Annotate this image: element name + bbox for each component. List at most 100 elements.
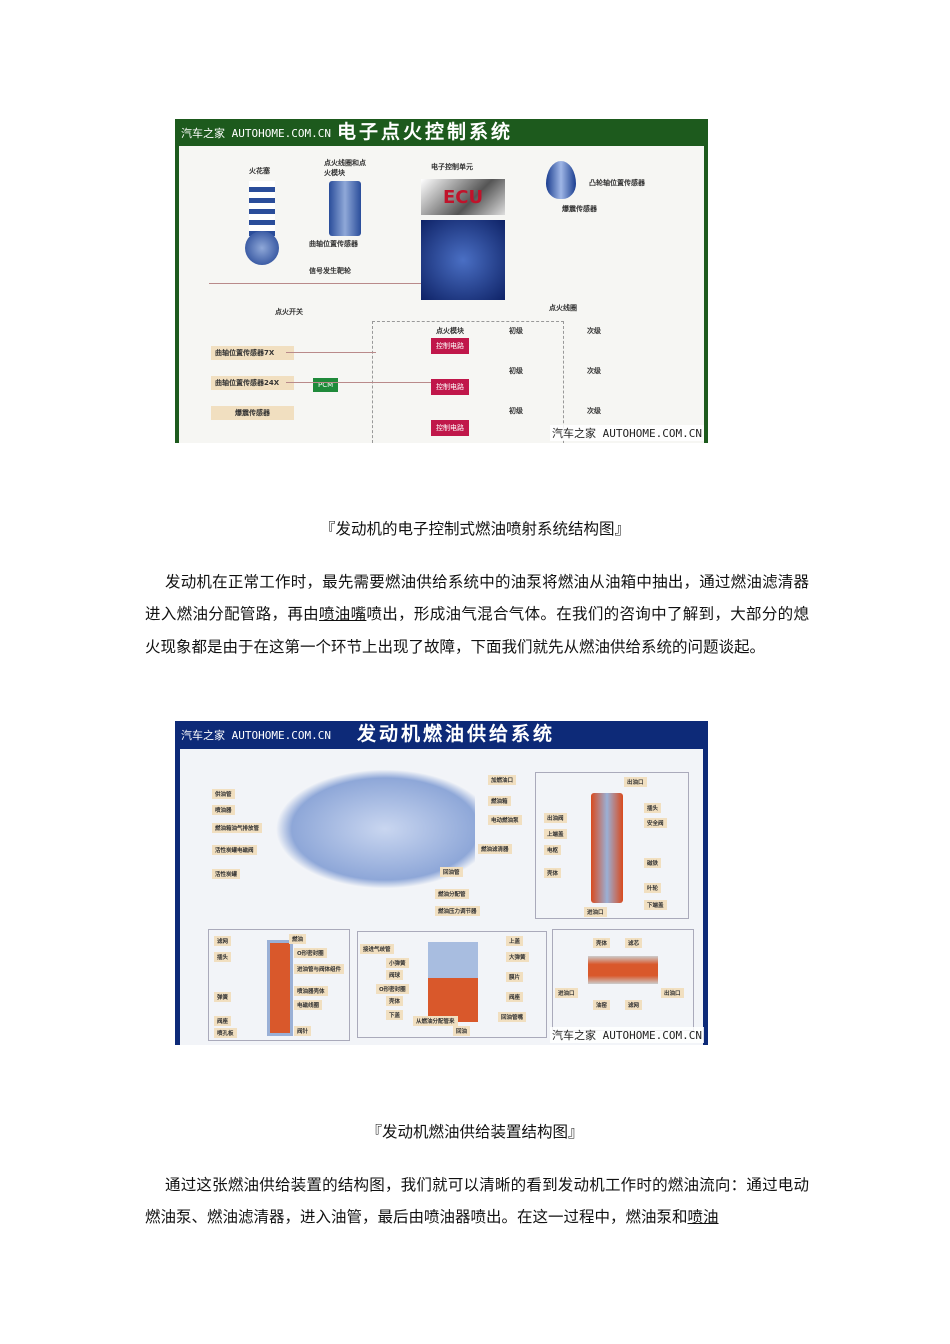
cam-sensor-graphic: [546, 161, 576, 199]
diagram-label: 上盖: [506, 936, 524, 946]
diagram-label: 安全阀: [644, 818, 667, 828]
wire: [209, 283, 421, 284]
diagram-label: 燃油箱: [488, 796, 511, 806]
fuel-pump-graphic: [591, 793, 623, 903]
diagram-label: 活性炭罐电磁阀: [212, 845, 257, 855]
diagram-label: 接进气歧管: [360, 944, 394, 954]
ignition-system-diagram: 汽车之家 AUTOHOME.COM.CN 电子点火控制系统 火花塞 点火线圈和点…: [175, 119, 708, 443]
diagram-panel: 供油管喷油器燃油箱油气排放管活性炭罐电磁阀活性炭罐 加燃油口燃油箱电动燃油泵燃油…: [180, 749, 703, 1045]
diagram-label: 电枢: [544, 845, 562, 855]
ecu-label: ECU: [442, 186, 484, 208]
diagram-label: 进油口: [555, 988, 578, 998]
link-fuel-injection[interactable]: 喷油: [687, 1208, 719, 1227]
figure-title: 电子点火控制系统: [337, 121, 514, 143]
diagram-label: 出油口: [661, 988, 684, 998]
label-primary-2: 初级: [509, 367, 523, 375]
label-ignition-coil: 点火线圈: [549, 304, 577, 312]
watermark: 汽车之家 AUTOHOME.COM.CN: [550, 425, 704, 441]
control-circuit-1: 控制电路: [431, 338, 469, 354]
caption-figure-2: 『发动机燃油供给装置结构图』: [366, 1123, 584, 1141]
diagram-label: 磁铁: [644, 858, 662, 868]
figure-brand: 汽车之家 AUTOHOME.COM.CN: [181, 127, 331, 140]
label-cam-sensor: 凸轮轴位置传感器: [589, 179, 645, 187]
label-primary-1: 初级: [509, 327, 523, 335]
diagram-label: 燃油: [289, 934, 307, 944]
diagram-label: 油窑: [593, 1000, 611, 1010]
label-spark-plug: 火花塞: [249, 167, 270, 175]
diagram-label: 滤网: [625, 1000, 643, 1010]
box-crank-7x: 曲轴位置传感器7X: [211, 346, 294, 360]
diagram-label: 弹簧: [214, 992, 232, 1002]
diagram-label: 电动燃油泵: [488, 815, 522, 825]
diagram-label: 滤网: [214, 936, 232, 946]
filter-graphic: [588, 956, 658, 984]
label-ecu-unit: 电子控制单元: [431, 163, 473, 171]
label-knock-sensor: 爆震传感器: [562, 205, 597, 213]
diagram-label: 喷油器壳体: [294, 986, 328, 996]
diagram-label: 喷油器: [212, 805, 235, 815]
diagram-label: 阀座: [214, 1016, 232, 1026]
diagram-label: 滤芯: [625, 938, 643, 948]
diagram-label: 小弹簧: [386, 958, 409, 968]
paragraph-text: 通过这张燃油供给装置的结构图，我们就可以清晰的看到发动机工作时的燃油流向：通过电…: [145, 1176, 809, 1227]
diagram-label: 壳体: [593, 938, 611, 948]
paragraph-text: 发动机在正常工作时，最先需要燃油供给系统中的油泵将燃油从油箱中抽出，通过燃油滤清…: [145, 573, 809, 624]
regulator-graphic: [428, 942, 478, 1022]
box-crank-24x: 曲轴位置传感器24X: [211, 376, 294, 390]
injector-graphic: [267, 940, 293, 1036]
diagram-label: 出油口: [624, 777, 647, 787]
diagram-label: 下端盖: [644, 900, 667, 910]
diagram-label: 燃油滤清器: [478, 844, 512, 854]
control-circuit-3: 控制电路: [431, 420, 469, 436]
diagram-label: O形密封圈: [294, 948, 327, 958]
figure-brand: 汽车之家 AUTOHOME.COM.CN: [181, 729, 331, 742]
diagram-label: 电磁线圈: [294, 1000, 323, 1010]
link-fuel-nozzle[interactable]: 喷油嘴: [318, 605, 367, 624]
diagram-label: 活性炭罐: [212, 869, 241, 879]
diagram-label: 回油: [453, 1026, 471, 1036]
diagram-label: 壳体: [544, 868, 562, 878]
diagram-label: 燃油分配管: [435, 889, 469, 899]
ecu-box: ECU: [421, 179, 505, 215]
diagram-panel: 火花塞 点火线圈和点火模块 电子控制单元 ECU 凸轮轴位置传感器 爆震传感器 …: [179, 146, 704, 443]
diagram-label: 插头: [644, 803, 662, 813]
paragraph-2: 通过这张燃油供给装置的结构图，我们就可以清晰的看到发动机工作时的燃油流向：通过电…: [145, 1169, 809, 1234]
diagram-label: 大弹簧: [506, 952, 529, 962]
wire: [286, 352, 376, 353]
ecu-board-photo: [421, 220, 505, 300]
figure-title: 发动机燃油供给系统: [357, 723, 556, 745]
filter-panel: 壳体 滤芯进油口 出油口油窑 滤网: [552, 929, 694, 1031]
signal-wheel-graphic: [245, 231, 279, 265]
diagram-label: 插头: [214, 952, 232, 962]
label-secondary-1: 次级: [587, 327, 601, 335]
paragraph-text: 喷出，形成油气混合气体。在我们的咨询中了解到，大部分的熄火现象都是由于在这第一个…: [145, 605, 809, 656]
diagram-label: 阀针: [294, 1026, 312, 1036]
coil-graphic: [329, 181, 361, 236]
label-primary-3: 初级: [509, 407, 523, 415]
box-knock-sensor: 爆震传感器: [211, 406, 294, 420]
diagram-label: 回油管: [440, 867, 463, 877]
pcm-box: PCM: [313, 378, 339, 392]
paragraph-1: 发动机在正常工作时，最先需要燃油供给系统中的油泵将燃油从油箱中抽出，通过燃油滤清…: [145, 566, 809, 663]
diagram-label: 进油管与阀体组件: [294, 964, 345, 974]
label-crank-sensor: 曲轴位置传感器: [309, 240, 358, 248]
wire: [286, 382, 431, 383]
diagram-label: 壳体: [386, 996, 404, 1006]
diagram-label: O形密封圈: [376, 984, 409, 994]
control-circuit-2: 控制电路: [431, 379, 469, 395]
diagram-label: 供油管: [212, 789, 235, 799]
label-ignition-switch: 点火开关: [275, 308, 303, 316]
diagram-label: 出油阀: [544, 813, 567, 823]
diagram-label: 燃油压力调节器: [435, 906, 480, 916]
diagram-label: 燃油箱油气排放管: [212, 823, 263, 833]
diagram-label: 下盖: [386, 1010, 404, 1020]
diagram-label: 膜片: [506, 972, 524, 982]
label-ignition-module: 点火模块: [436, 327, 464, 335]
label-secondary-3: 次级: [587, 407, 601, 415]
label-secondary-2: 次级: [587, 367, 601, 375]
diagram-label: 阀球: [386, 970, 404, 980]
diagram-label: 阀座: [506, 992, 524, 1002]
